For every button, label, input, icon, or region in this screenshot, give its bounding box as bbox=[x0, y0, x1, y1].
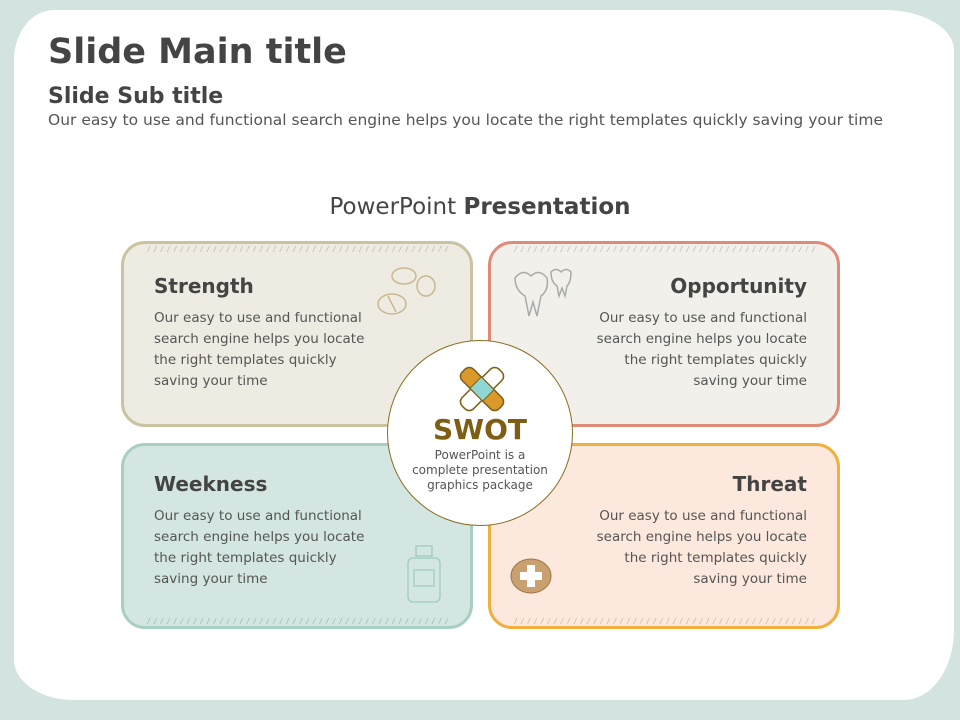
medical-cross-icon bbox=[510, 558, 552, 594]
card-text: Our easy to use and functional search en… bbox=[154, 310, 365, 389]
card-title: Opportunity bbox=[670, 274, 807, 298]
card-title: Threat bbox=[732, 472, 807, 496]
hatch-decoration bbox=[144, 618, 450, 624]
medicine-bottle-icon bbox=[407, 545, 441, 603]
title-regular: PowerPoint bbox=[329, 194, 457, 220]
card-text: Our easy to use and functional search en… bbox=[154, 508, 365, 587]
bandage-icon bbox=[459, 366, 505, 412]
card-text: Our easy to use and functional search en… bbox=[596, 310, 807, 389]
card-title: Weekness bbox=[154, 472, 268, 496]
slide-description: Our easy to use and functional search en… bbox=[48, 111, 883, 129]
pills-icon bbox=[377, 267, 436, 315]
card-title: Strength bbox=[154, 274, 254, 298]
hatch-decoration bbox=[511, 246, 817, 252]
hatch-decoration bbox=[144, 246, 450, 252]
hatch-decoration bbox=[511, 618, 817, 624]
swot-title: SWOT bbox=[433, 413, 527, 446]
tooth-icon bbox=[514, 268, 572, 317]
swot-center-circle: SWOT PowerPoint is a complete presentati… bbox=[387, 340, 573, 526]
slide-subtitle: Slide Sub title bbox=[48, 84, 224, 109]
title-bold: Presentation bbox=[463, 194, 631, 220]
swot-description: PowerPoint is a complete presentation gr… bbox=[412, 448, 548, 492]
card-text: Our easy to use and functional search en… bbox=[596, 508, 807, 587]
presentation-title: PowerPoint Presentation bbox=[0, 194, 960, 220]
slide-main-title: Slide Main title bbox=[48, 32, 347, 72]
